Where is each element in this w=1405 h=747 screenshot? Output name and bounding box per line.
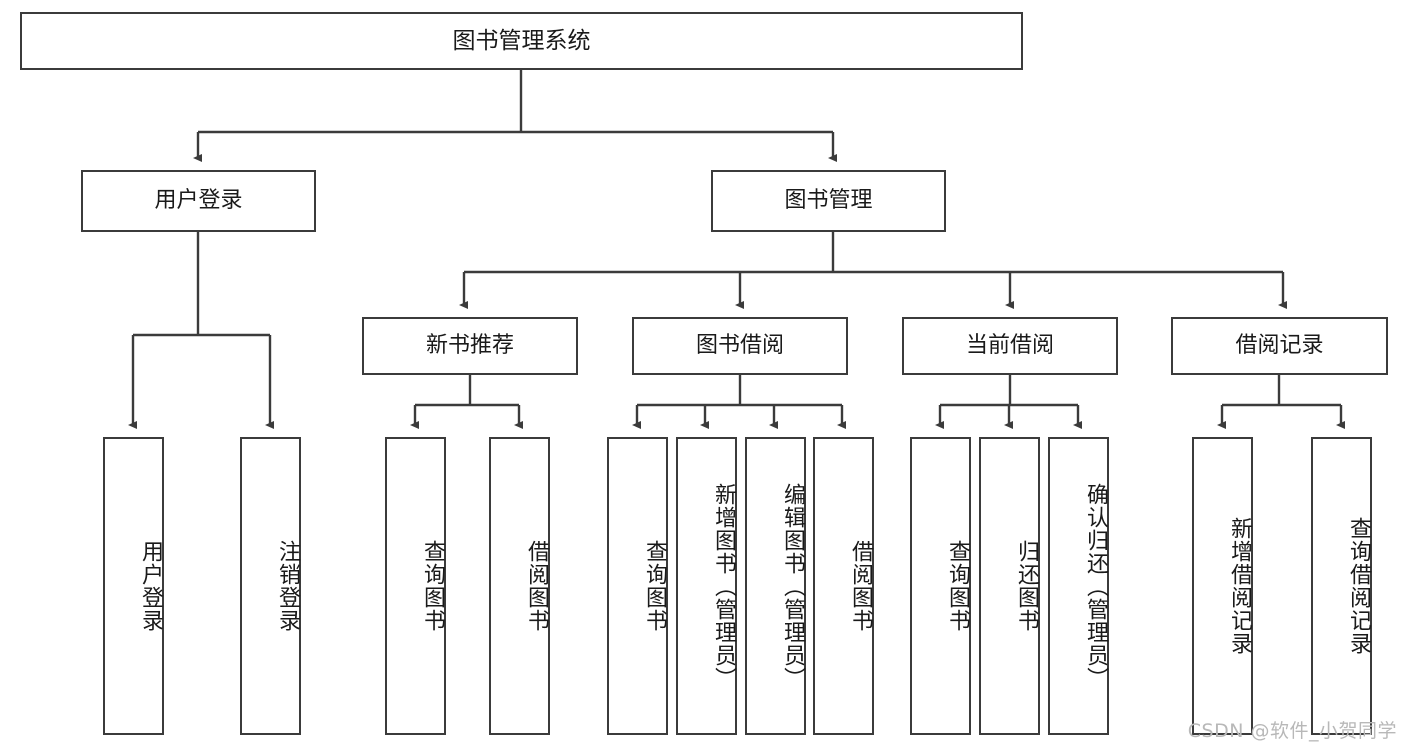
node-book-borrow[interactable]: 图书借阅: [632, 317, 848, 375]
node-label: 用户登录: [154, 188, 243, 214]
leaf-current-borrow-query-book[interactable]: 查询图书: [910, 437, 971, 735]
node-label: 注销登录: [275, 540, 300, 632]
leaf-book-borrow-query-book[interactable]: 查询图书: [607, 437, 668, 735]
leaf-borrow-record-add-record[interactable]: 新增借阅记录: [1192, 437, 1253, 735]
node-label: 借阅图书: [524, 540, 549, 632]
node-label: 借阅记录: [1235, 333, 1324, 359]
leaf-current-borrow-confirm-return-admin[interactable]: 确认归还（管理员）: [1048, 437, 1109, 735]
leaf-book-borrow-add-book-admin[interactable]: 新增图书（管理员）: [676, 437, 737, 735]
node-label: 借阅图书: [848, 540, 873, 632]
node-label: 图书管理: [784, 188, 873, 214]
node-label: 归还图书: [1014, 540, 1039, 632]
node-label: 确认归还（管理员）: [1083, 482, 1108, 690]
node-label: 新书推荐: [425, 333, 514, 359]
node-borrow-record[interactable]: 借阅记录: [1171, 317, 1388, 375]
node-book-management[interactable]: 图书管理: [711, 170, 946, 232]
node-label: 图书借阅: [695, 333, 784, 359]
leaf-book-borrow-borrow-book[interactable]: 借阅图书: [813, 437, 874, 735]
node-user-login[interactable]: 用户登录: [81, 170, 316, 232]
leaf-new-book-borrow-book[interactable]: 借阅图书: [489, 437, 550, 735]
leaf-book-borrow-edit-book-admin[interactable]: 编辑图书（管理员）: [745, 437, 806, 735]
leaf-current-borrow-return-book[interactable]: 归还图书: [979, 437, 1040, 735]
leaf-user-login-login[interactable]: 用户登录: [103, 437, 164, 735]
node-label: 图书管理系统: [452, 27, 591, 54]
node-label: 查询图书: [642, 540, 667, 632]
node-label: 新增借阅记录: [1227, 517, 1252, 655]
leaf-user-login-logout[interactable]: 注销登录: [240, 437, 301, 735]
node-label: 编辑图书（管理员）: [780, 482, 805, 690]
node-label: 查询图书: [420, 540, 445, 632]
node-root-book-management-system[interactable]: 图书管理系统: [20, 12, 1023, 70]
node-new-book-recommend[interactable]: 新书推荐: [362, 317, 578, 375]
node-label: 新增图书（管理员）: [711, 482, 736, 690]
node-label: 用户登录: [138, 540, 163, 632]
node-label: 当前借阅: [965, 333, 1054, 359]
leaf-borrow-record-query-record[interactable]: 查询借阅记录: [1311, 437, 1372, 735]
node-label: 查询借阅记录: [1346, 517, 1371, 655]
leaf-new-book-query-book[interactable]: 查询图书: [385, 437, 446, 735]
node-label: 查询图书: [945, 540, 970, 632]
csdn-watermark: CSDN @软件_小贺同学: [1187, 720, 1397, 742]
node-current-borrow[interactable]: 当前借阅: [902, 317, 1118, 375]
